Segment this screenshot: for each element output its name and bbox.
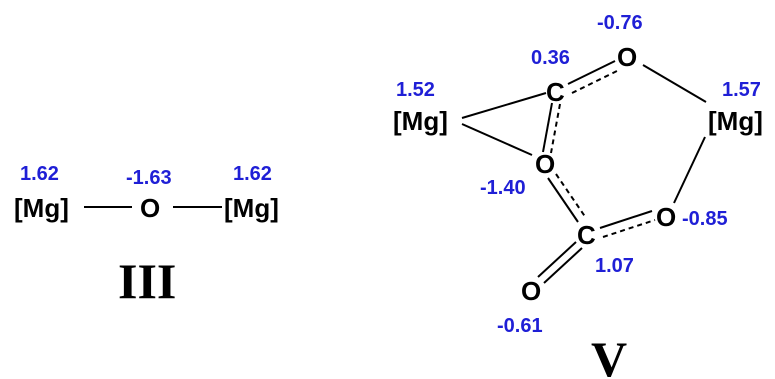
atom-mg-left: [Mg]: [14, 193, 69, 223]
atom-mg-right-v: [Mg]: [708, 106, 763, 136]
bond-mg-o-right: [673, 136, 706, 204]
label-v: V: [591, 331, 627, 379]
charge-mg-left-v: 1.52: [396, 79, 435, 101]
atom-o-mid: O: [535, 149, 555, 179]
bond-o-top-mg: [642, 64, 707, 103]
atom-c-top: C: [546, 77, 565, 107]
charge-c-top: 0.36: [531, 47, 570, 69]
atom-o-top: O: [617, 42, 637, 72]
atom-mg-right: [Mg]: [224, 193, 279, 223]
atom-mg-left-v: [Mg]: [393, 106, 448, 136]
atom-o-bottom: O: [521, 276, 541, 306]
charge-o-right: -0.85: [682, 208, 728, 230]
bond-c-o-bottom-2: [543, 247, 583, 284]
charge-mg-right: 1.62: [233, 163, 272, 185]
bond-o-mid-c-bottom: [547, 177, 579, 223]
bond-c-o-mid-partial: [550, 103, 561, 154]
charge-c-bottom: 1.07: [595, 255, 634, 277]
structure-iii: [Mg] O [Mg] 1.62 -1.63 1.62 III: [14, 163, 279, 309]
atom-o: O: [140, 193, 160, 223]
bond-c-bottom-o-right: [599, 210, 653, 229]
charge-mg-left: 1.62: [20, 163, 59, 185]
bond-c-o-top: [567, 60, 616, 85]
bond-c-bottom-o-right-partial: [602, 219, 656, 238]
charge-o-top: -0.76: [597, 12, 643, 34]
bond-c-o-bottom-1: [537, 241, 577, 278]
charge-o-bottom: -0.61: [497, 315, 543, 337]
bond-mg-c-top: [461, 92, 547, 119]
charge-o: -1.63: [126, 167, 172, 189]
label-iii: III: [118, 253, 176, 309]
atom-c-bottom: C: [577, 220, 596, 250]
bond-mg-o-mid: [461, 123, 533, 156]
structure-v: [Mg] [Mg] C O O O C O 1.52 1.57 0.36 -0.…: [393, 12, 763, 379]
bond-c-o-top-partial: [571, 69, 620, 94]
charge-o-mid: -1.40: [480, 177, 526, 199]
bond-c-o-mid: [542, 102, 553, 153]
charge-mg-right-v: 1.57: [722, 79, 761, 101]
atom-o-right: O: [656, 202, 676, 232]
